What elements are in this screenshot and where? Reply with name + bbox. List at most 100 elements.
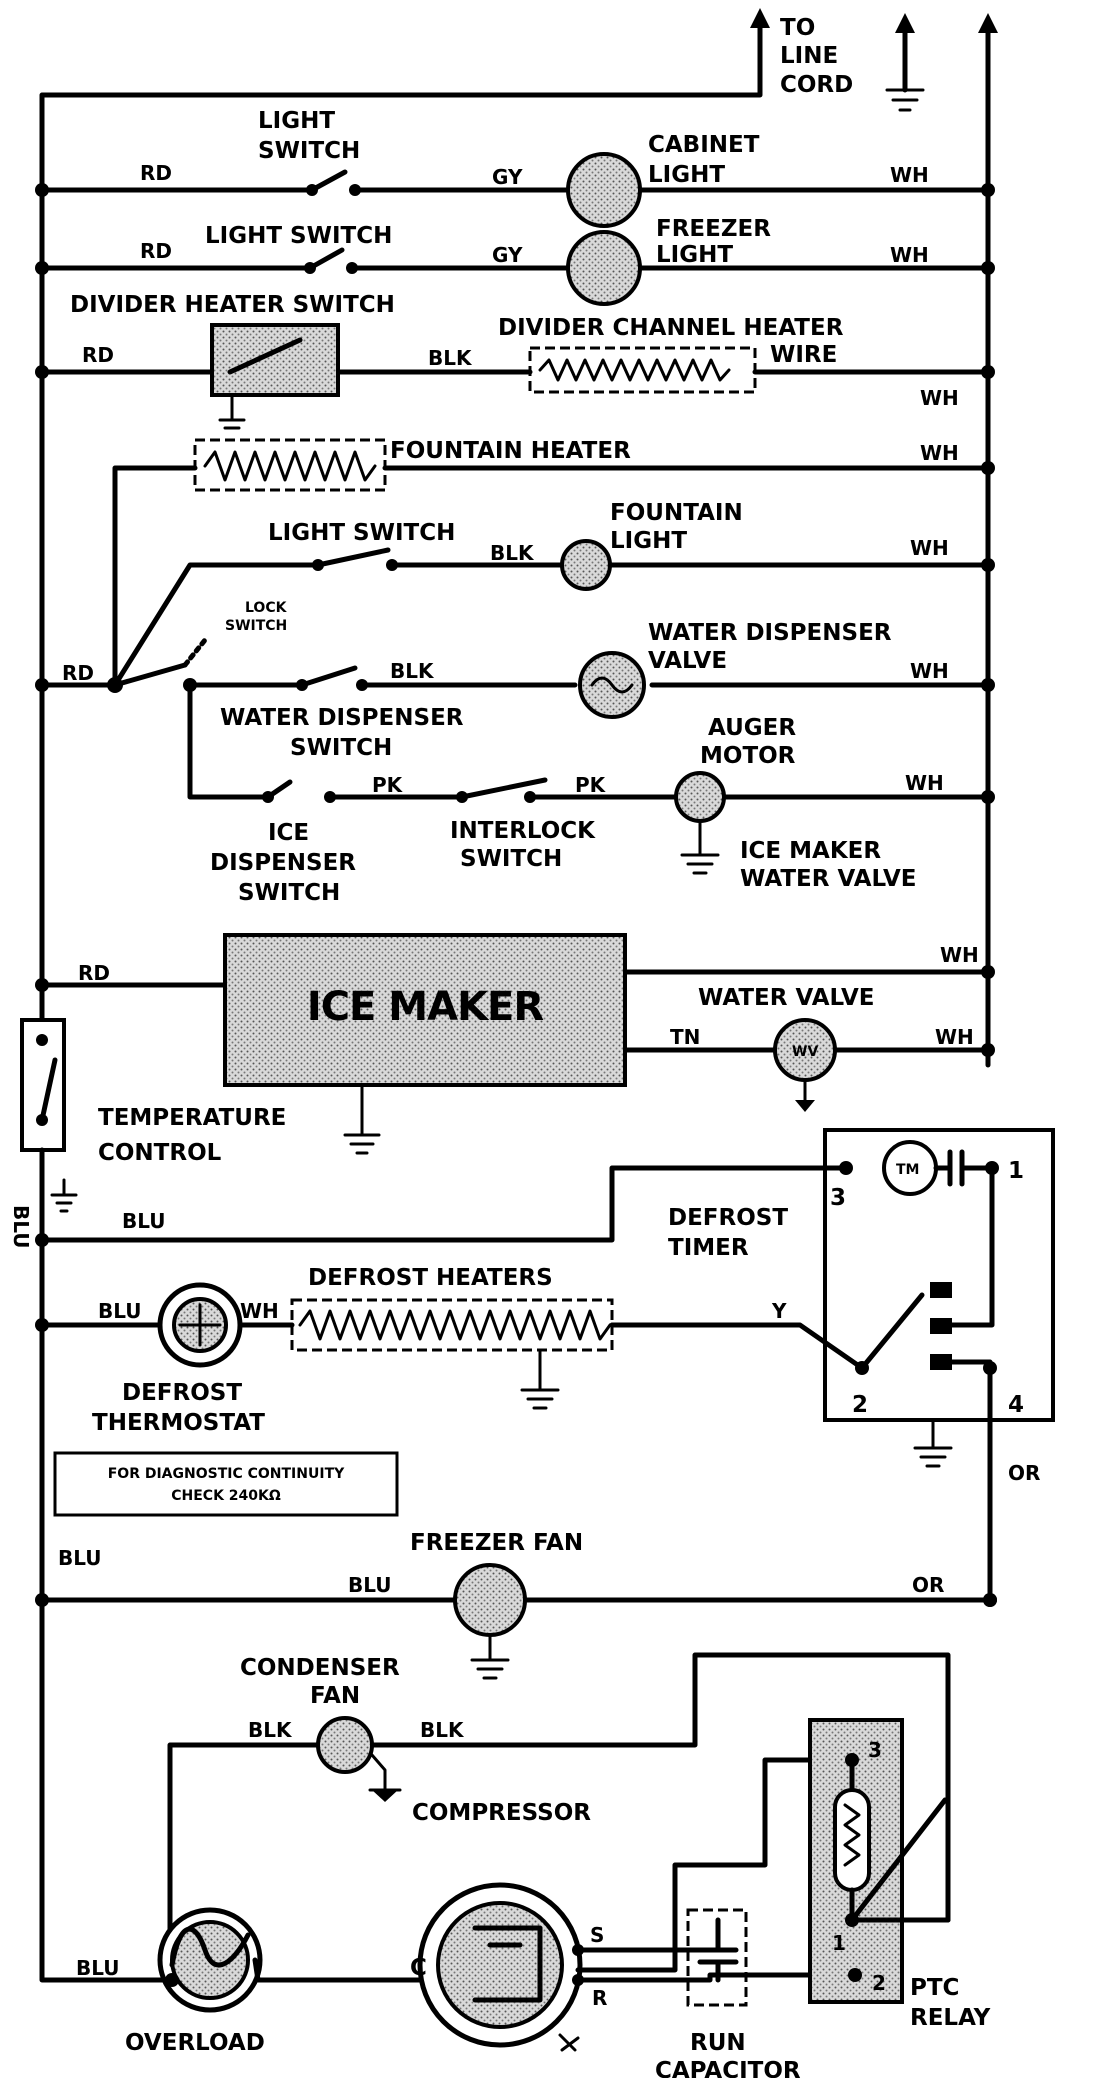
lock-switch-label-1: LOCK xyxy=(245,600,288,616)
defrost-heaters xyxy=(290,1298,614,1352)
freezer-light-label-2: LIGHT xyxy=(656,242,733,268)
divider-channel-heater-label: DIVIDER CHANNEL HEATER xyxy=(498,315,844,341)
temperature-control-label-1: TEMPERATURE xyxy=(98,1105,286,1131)
water-dispenser-switch-label-2: SWITCH xyxy=(290,735,392,761)
ice-dispenser-switch-label-3: SWITCH xyxy=(238,880,340,906)
wire-rd-4: RD xyxy=(62,661,94,685)
wire-wh-4: WH xyxy=(920,441,959,465)
ice-maker-water-valve-label-1: ICE MAKER xyxy=(740,838,881,864)
condenser-fan-motor xyxy=(316,1716,374,1774)
light-switch-1-label-2: SWITCH xyxy=(258,138,360,164)
temperature-control xyxy=(20,1018,78,1213)
water-dispenser-valve-label-2: VALVE xyxy=(648,648,727,674)
freezer-light-circuit xyxy=(35,230,995,306)
compressor-terminal-c: C xyxy=(410,1955,427,1981)
wire-wh-7: WH xyxy=(905,771,944,795)
wire-pk-1: PK xyxy=(372,773,404,797)
fountain-heater-circuit xyxy=(112,438,995,688)
defrost-thermostat-label-2: THERMOSTAT xyxy=(92,1410,265,1436)
wire-blu-vertical: BLU xyxy=(9,1205,33,1249)
ice-maker-box xyxy=(223,933,627,1087)
wire-wh-8: WH xyxy=(940,943,979,967)
wire-or-1: OR xyxy=(912,1573,944,1597)
auger-motor-label-1: AUGER xyxy=(708,715,796,741)
wire-wh-6: WH xyxy=(910,659,949,683)
ice-maker-label: ICE MAKER xyxy=(307,984,544,1030)
wire-blu-1: BLU xyxy=(122,1209,166,1233)
cabinet-light-circuit xyxy=(35,152,995,228)
defrost-timer-label-2: TIMER xyxy=(668,1235,749,1261)
wire-rd-2: RD xyxy=(140,239,172,263)
wire-wh-5: WH xyxy=(910,536,949,560)
light-switch-2-label: LIGHT SWITCH xyxy=(205,223,392,249)
defrost-heaters-label: DEFROST HEATERS xyxy=(308,1265,553,1291)
wire-blu-2: BLU xyxy=(98,1299,142,1323)
temperature-control-label-2: CONTROL xyxy=(98,1140,222,1166)
ptc-relay-label-1: PTC xyxy=(910,1975,959,2001)
relay-terminal-3: 3 xyxy=(868,1738,882,1762)
wire-wh-2: WH xyxy=(890,243,929,267)
run-capacitor-label-1: RUN xyxy=(690,2030,746,2056)
wire-gy-1: GY xyxy=(492,165,523,189)
run-capacitor-label-2: CAPACITOR xyxy=(655,2058,801,2078)
lock-switch-label-2: SWITCH xyxy=(225,618,287,634)
wire-rd-1: RD xyxy=(140,161,172,185)
defrost-thermostat-label-1: DEFROST xyxy=(122,1380,242,1406)
timer-terminal-1: 1 xyxy=(1008,1158,1024,1184)
overload-label: OVERLOAD xyxy=(125,2030,265,2056)
auger-motor-label-2: MOTOR xyxy=(700,743,796,769)
wire-blk-3: BLK xyxy=(390,659,435,683)
wire-gy-2: GY xyxy=(492,243,523,267)
fountain-heater xyxy=(193,438,387,492)
wire-blu-3: BLU xyxy=(58,1546,102,1570)
compressor-label: COMPRESSOR xyxy=(412,1800,591,1826)
wire-blk-1: BLK xyxy=(428,346,473,370)
relay-terminal-2: 2 xyxy=(872,1971,886,1995)
light-switch-3-label: LIGHT SWITCH xyxy=(268,520,455,546)
cabinet-light-label-2: LIGHT xyxy=(648,162,725,188)
wire-wh-1: WH xyxy=(890,163,929,187)
to-line-cord-label-1: TO xyxy=(780,15,815,41)
cabinet-light-label-1: CABINET xyxy=(648,132,760,158)
divider-heater-switch-label: DIVIDER HEATER SWITCH xyxy=(70,292,395,318)
fountain-light-bulb xyxy=(560,539,612,591)
wire-blk-4: BLK xyxy=(248,1718,293,1742)
freezer-fan-circuit xyxy=(35,1563,997,1680)
timer-terminal-3: 3 xyxy=(830,1185,846,1211)
compressor-terminal-s: S xyxy=(590,1923,604,1947)
wire-or-2: OR xyxy=(1008,1461,1040,1485)
wire-y: Y xyxy=(771,1299,787,1323)
divider-channel-heater xyxy=(528,346,757,394)
water-valve-label: WATER VALVE xyxy=(698,985,875,1011)
timer-terminal-4: 4 xyxy=(1008,1392,1024,1418)
diagnostic-note-line-2: CHECK 240KΩ xyxy=(171,1488,281,1504)
freezer-light-label-1: FREEZER xyxy=(656,216,771,242)
wire-rd-3: RD xyxy=(82,343,114,367)
divider-heater-circuit xyxy=(35,323,995,430)
water-dispenser-switch-label-1: WATER DISPENSER xyxy=(220,705,464,731)
ice-maker-circuit xyxy=(35,933,995,1155)
wire-tn: TN xyxy=(670,1025,700,1049)
fountain-heater-label: FOUNTAIN HEATER xyxy=(390,438,631,464)
condenser-fan-label-2: FAN xyxy=(310,1683,360,1709)
diagnostic-note-line-1: FOR DIAGNOSTIC CONTINUITY xyxy=(108,1466,345,1482)
wire-pk-2: PK xyxy=(575,773,607,797)
freezer-fan-label: FREEZER FAN xyxy=(410,1530,583,1556)
interlock-switch-label-2: SWITCH xyxy=(460,846,562,872)
ice-dispenser-switch-label-1: ICE xyxy=(268,820,309,846)
ptc-relay-label-2: RELAY xyxy=(910,2005,991,2031)
auger-motor-circuit xyxy=(187,682,995,875)
compressor-terminal-r: R xyxy=(592,1986,607,2010)
relay-terminal-1: 1 xyxy=(832,1931,846,1955)
wire-blu-5: BLU xyxy=(76,1956,120,1980)
line-cord xyxy=(750,8,998,112)
left-bus-rail xyxy=(39,37,763,1983)
wire-blu-4: BLU xyxy=(348,1573,392,1597)
ice-maker-water-valve-label-2: WATER VALVE xyxy=(740,866,917,892)
freezer-fan-motor xyxy=(453,1563,527,1637)
water-dispenser-valve-label-1: WATER DISPENSER xyxy=(648,620,892,646)
run-capacitor xyxy=(686,1908,748,2007)
fountain-light-circuit xyxy=(112,539,995,688)
wire-blk-2: BLK xyxy=(490,541,535,565)
